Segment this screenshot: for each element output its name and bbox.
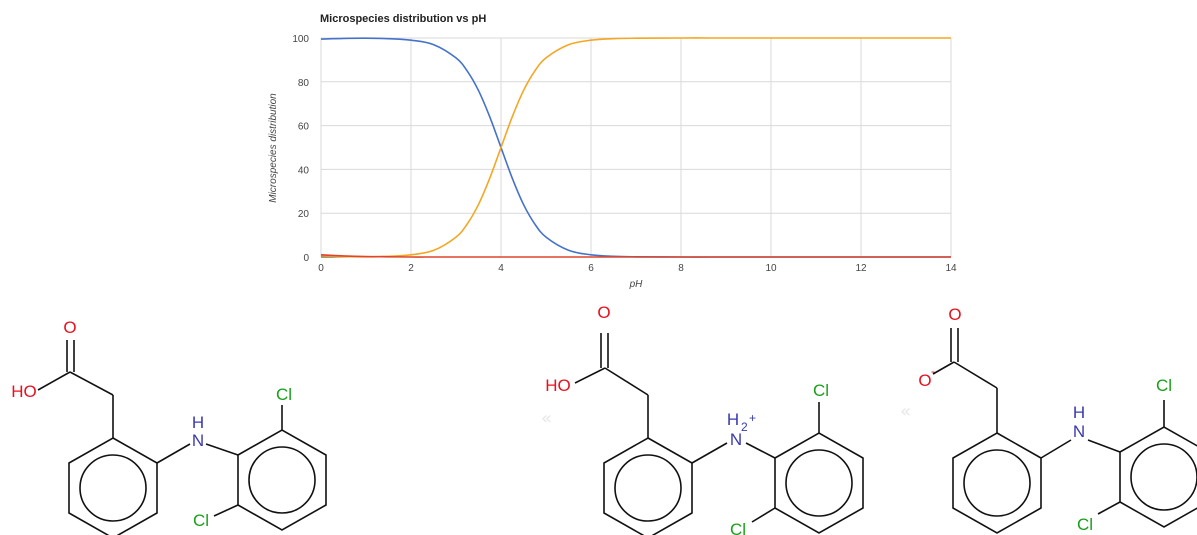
aromatic-circle-left <box>963 449 1031 517</box>
bond-c-oh <box>574 367 606 384</box>
chart-title: Microspecies distribution vs pH <box>320 13 486 25</box>
y-tick-label: 40 <box>298 165 310 176</box>
atom-chlorine-top: Cl <box>813 381 829 400</box>
benzene-ring-left <box>952 432 1042 534</box>
chevron-left-double-icon: « <box>541 408 552 429</box>
x-tick-label: 10 <box>765 263 777 274</box>
benzene-ring-right <box>237 429 327 531</box>
x-tick-label: 14 <box>945 263 957 274</box>
bond-c-n <box>156 443 191 464</box>
aromatic-circle-left <box>79 454 147 522</box>
atom-oxygen: O <box>63 318 76 337</box>
atom-amine-h: H <box>192 413 204 432</box>
bond-c-cl-bottom <box>213 504 239 517</box>
atom-hydroxyl: HO <box>11 382 37 401</box>
atom-oxygen-anion: O <box>918 371 931 390</box>
series-line-0 <box>320 37 951 258</box>
atom-chlorine-top: Cl <box>1156 376 1172 395</box>
x-tick-label: 2 <box>408 263 414 274</box>
y-tick-label: 20 <box>298 209 310 220</box>
chart-ticks: 0 2 4 6 8 10 12 14 0 20 40 60 80 100 <box>292 34 957 274</box>
atom-nitrogen: N <box>1073 422 1085 441</box>
microspecies-chart: Microspecies distribution vs pH 0 2 4 6 8 10 1… <box>268 13 957 290</box>
amine-h-subscript: 2 <box>741 420 748 434</box>
x-tick-label: 8 <box>678 263 684 274</box>
bond-n-c <box>1087 439 1121 453</box>
structure-neutral: O HO H N Cl Cl <box>11 318 327 535</box>
bond-n-c <box>745 442 776 459</box>
chart-series <box>320 37 951 258</box>
atom-chlorine-bottom: Cl <box>193 511 209 530</box>
series-line-2 <box>320 254 951 258</box>
y-tick-label: 80 <box>298 78 310 89</box>
atom-nitrogen: N <box>192 431 204 450</box>
bond-n-c <box>205 443 239 456</box>
bond-c-n <box>691 442 728 464</box>
atom-amine-h: H <box>1073 403 1085 422</box>
x-tick-label: 0 <box>318 263 324 274</box>
atom-oxygen: O <box>597 303 610 322</box>
amine-charge: + <box>749 411 756 425</box>
atom-amine-h: H <box>727 410 739 429</box>
anion-charge: - <box>931 364 935 378</box>
bond-ch2-c <box>953 361 998 389</box>
x-tick-label: 12 <box>855 263 867 274</box>
x-tick-label: 4 <box>498 263 504 274</box>
bond-c-oh <box>37 371 71 391</box>
y-tick-label: 60 <box>298 122 310 133</box>
atom-hydroxyl: HO <box>545 376 571 395</box>
series-line-1 <box>320 37 951 258</box>
aromatic-circle-right <box>1130 443 1197 511</box>
bond-c-o <box>932 361 955 375</box>
aromatic-circle-right <box>785 449 853 517</box>
atom-nitrogen: N <box>730 430 742 449</box>
y-tick-label: 100 <box>292 34 309 45</box>
benzene-ring-right <box>774 432 864 534</box>
bond-ch2-c <box>604 367 649 396</box>
atom-chlorine-bottom: Cl <box>730 520 746 535</box>
chevron-left-double-icon: « <box>900 401 911 422</box>
aromatic-circle-right <box>248 446 316 514</box>
atom-chlorine-top: Cl <box>276 385 292 404</box>
bond-ch2-c <box>69 371 114 396</box>
atom-oxygen: O <box>948 305 961 324</box>
bond-c-cl-bottom <box>1097 501 1121 515</box>
y-axis-label: Microspecies distribution <box>268 93 279 203</box>
x-axis-label: pH <box>629 279 644 290</box>
x-tick-label: 6 <box>588 263 594 274</box>
bond-c-cl-bottom <box>751 507 776 523</box>
y-tick-label: 0 <box>303 253 309 264</box>
bond-c-n <box>1040 439 1072 459</box>
atom-chlorine-bottom: Cl <box>1077 515 1093 534</box>
aromatic-circle-left <box>614 454 682 522</box>
chart-grid <box>320 37 952 258</box>
structure-cation: O HO H 2 + N Cl Cl <box>545 303 864 535</box>
structure-anion: O O - H N Cl Cl <box>918 305 1197 534</box>
